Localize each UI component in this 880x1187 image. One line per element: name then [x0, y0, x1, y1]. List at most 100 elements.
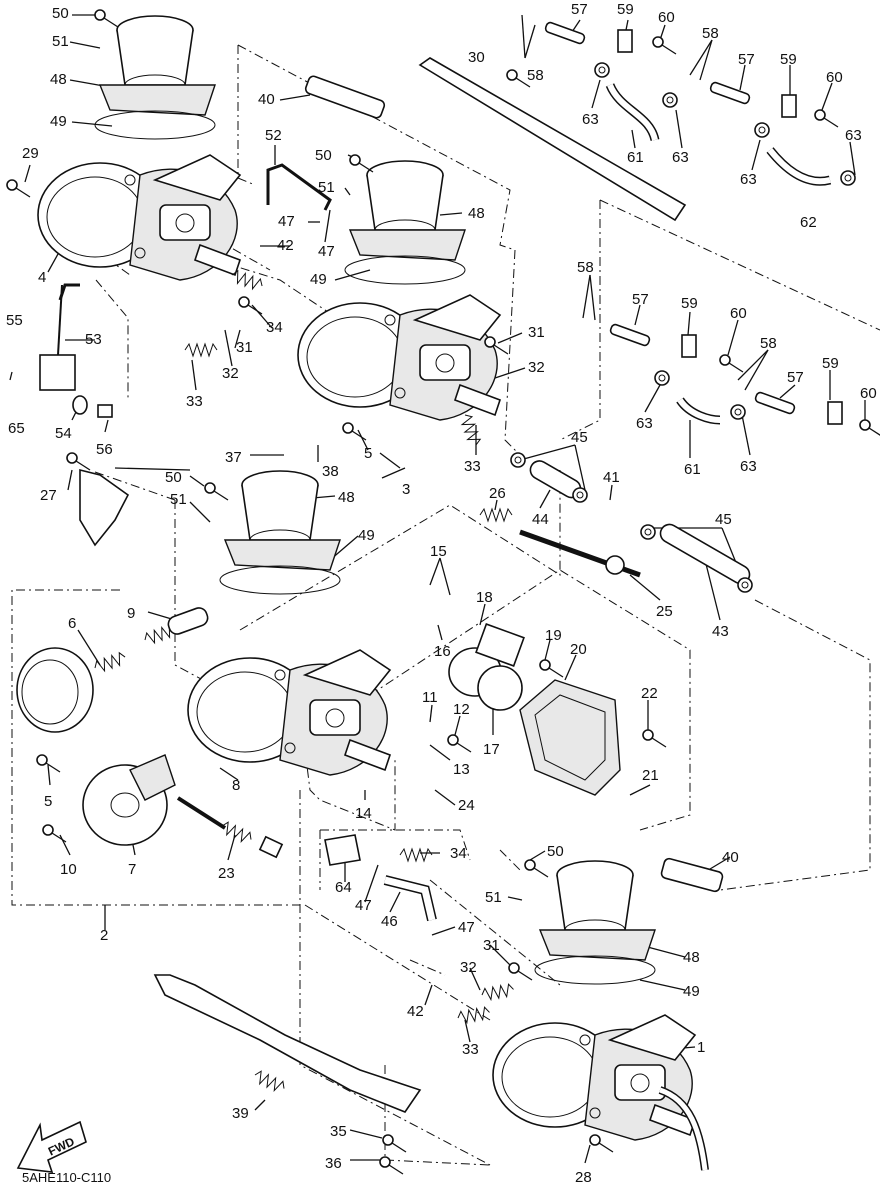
- callout-34: 34: [266, 319, 283, 336]
- callout-46: 46: [381, 913, 398, 930]
- callout-39: 39: [232, 1105, 249, 1122]
- callout-15: 15: [430, 543, 447, 560]
- callout-14: 14: [355, 805, 372, 822]
- callout-12: 12: [453, 701, 470, 718]
- callout-65: 65: [8, 420, 25, 437]
- callout-1: 1: [697, 1039, 705, 1056]
- callout-32: 32: [460, 959, 477, 976]
- callout-57: 57: [738, 51, 755, 68]
- callout-28: 28: [575, 1169, 592, 1186]
- callout-59: 59: [617, 1, 634, 18]
- callout-25: 25: [656, 603, 673, 620]
- callout-59: 59: [780, 51, 797, 68]
- callout-26: 26: [489, 485, 506, 502]
- callout-45: 45: [571, 429, 588, 446]
- callout-19: 19: [545, 627, 562, 644]
- callout-40: 40: [722, 849, 739, 866]
- callout-44: 44: [532, 511, 549, 528]
- callout-48: 48: [338, 489, 355, 506]
- callout-5: 5: [44, 793, 52, 810]
- callout-60: 60: [658, 9, 675, 26]
- callout-11: 11: [422, 689, 438, 706]
- callout-36: 36: [325, 1155, 342, 1172]
- callout-38: 38: [322, 463, 339, 480]
- diagram-code: 5AHE110-C110: [22, 1170, 111, 1185]
- callout-30: 30: [468, 49, 485, 66]
- fwd-arrow-icon: [16, 1120, 87, 1173]
- callout-50: 50: [547, 843, 564, 860]
- callout-23: 23: [218, 865, 235, 882]
- callout-53: 53: [85, 331, 102, 348]
- callout-24: 24: [458, 797, 475, 814]
- callout-37: 37: [225, 449, 242, 466]
- callout-4: 4: [38, 269, 46, 286]
- parts-artwork: [6, 9, 880, 1175]
- callout-41: 41: [603, 469, 620, 486]
- callout-57: 57: [632, 291, 649, 308]
- callout-63: 63: [636, 415, 653, 432]
- leader-lines: [9, 14, 866, 1164]
- callout-63: 63: [582, 111, 599, 128]
- callout-54: 54: [55, 425, 72, 442]
- air-funnel-middle: [219, 470, 341, 595]
- callout-5: 5: [364, 445, 372, 462]
- callout-16: 16: [434, 643, 451, 660]
- callout-34: 34: [450, 845, 467, 862]
- mounting-bracket: [153, 974, 422, 1113]
- callout-49: 49: [310, 271, 327, 288]
- callout-58: 58: [702, 25, 719, 42]
- callout-35: 35: [330, 1123, 347, 1140]
- callout-58: 58: [760, 335, 777, 352]
- fwd-arrow: FWD: [16, 1120, 87, 1173]
- callout-63: 63: [740, 458, 757, 475]
- callout-31: 31: [236, 339, 253, 356]
- callout-61: 61: [627, 149, 644, 166]
- callout-17: 17: [483, 741, 500, 758]
- callout-42: 42: [277, 237, 294, 254]
- callout-6: 6: [68, 615, 76, 632]
- callout-7: 7: [128, 861, 136, 878]
- callout-32: 32: [222, 365, 239, 382]
- callout-32: 32: [528, 359, 545, 376]
- stay-plate: [79, 468, 130, 547]
- hose-43: [659, 523, 751, 585]
- callout-63: 63: [740, 171, 757, 188]
- callout-42: 42: [407, 1003, 424, 1020]
- callout-55: 55: [6, 312, 23, 329]
- callout-33: 33: [462, 1041, 479, 1058]
- callout-33: 33: [186, 393, 203, 410]
- callout-31: 31: [528, 324, 545, 341]
- callout-58: 58: [527, 67, 544, 84]
- callout-61: 61: [684, 461, 701, 478]
- callout-22: 22: [641, 685, 658, 702]
- callout-51: 51: [52, 33, 69, 50]
- callout-47: 47: [318, 243, 335, 260]
- callout-20: 20: [570, 641, 587, 658]
- fuel-joint-40a: [304, 75, 386, 119]
- callout-47: 47: [278, 213, 295, 230]
- callout-9: 9: [127, 605, 135, 622]
- callout-47: 47: [458, 919, 475, 936]
- carburetor-2-body: [187, 649, 391, 776]
- callout-27: 27: [40, 487, 57, 504]
- piston-cap: [167, 607, 209, 635]
- callout-52: 52: [265, 127, 282, 144]
- callout-3: 3: [402, 481, 410, 498]
- callout-45: 45: [715, 511, 732, 528]
- carburetor-1-body: [492, 1014, 696, 1141]
- callout-18: 18: [476, 589, 493, 606]
- callout-48: 48: [683, 949, 700, 966]
- callout-21: 21: [642, 767, 659, 784]
- callout-60: 60: [826, 69, 843, 86]
- fuel-rail-bar: [418, 57, 687, 222]
- callout-48: 48: [468, 205, 485, 222]
- throttle-sensor: [39, 354, 76, 391]
- callout-8: 8: [232, 777, 240, 794]
- air-funnel-top-middle: [344, 160, 466, 285]
- callout-62: 62: [800, 214, 817, 231]
- callout-29: 29: [22, 145, 39, 162]
- callout-51: 51: [170, 491, 187, 508]
- callout-60: 60: [730, 305, 747, 322]
